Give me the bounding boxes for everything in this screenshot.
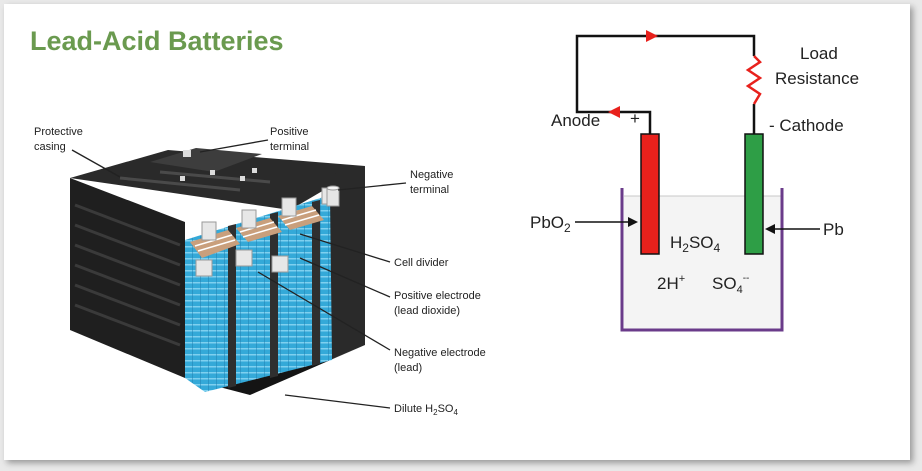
label-positive-electrode-1: Positive electrode bbox=[394, 290, 481, 302]
electrode-plate-tops bbox=[190, 206, 324, 258]
label-positive-terminal-2: terminal bbox=[270, 141, 309, 153]
label-positive-terminal-1: Positive bbox=[270, 126, 309, 138]
load-resistor bbox=[745, 55, 763, 105]
label-sulfate-ion: SO4-- bbox=[712, 273, 749, 296]
current-arrow-top bbox=[646, 30, 658, 42]
label-protective-casing-1: Protective bbox=[34, 126, 83, 138]
negative-terminal bbox=[326, 187, 340, 207]
label-load-2: Resistance bbox=[775, 69, 859, 88]
label-cathode: - Cathode bbox=[769, 116, 844, 135]
beaker bbox=[620, 188, 784, 332]
current-arrow-anode bbox=[608, 106, 620, 118]
label-negative-electrode-1: Negative electrode bbox=[394, 347, 486, 359]
battery-casing-front bbox=[70, 178, 185, 378]
cell-diagram bbox=[575, 30, 820, 332]
label-dilute-h2so4: Dilute H2SO4 bbox=[394, 403, 458, 417]
battery-illustration bbox=[70, 148, 365, 395]
circuit-wire bbox=[575, 34, 756, 136]
label-negative-terminal-1: Negative bbox=[410, 169, 453, 181]
anode-electrode bbox=[640, 133, 660, 255]
label-anode: Anode bbox=[551, 111, 600, 130]
label-load-1: Load bbox=[800, 44, 838, 63]
label-h2so4: H2SO4 bbox=[670, 233, 721, 255]
battery-lid bbox=[70, 150, 365, 210]
cathode-electrode bbox=[744, 133, 764, 255]
callout-leaders bbox=[71, 139, 407, 409]
label-cell-divider: Cell divider bbox=[394, 257, 449, 269]
label-negative-electrode-2: (lead) bbox=[394, 362, 422, 374]
label-hydrogen-ion: 2H+ bbox=[657, 273, 685, 293]
page-title: Lead-Acid Batteries bbox=[30, 26, 284, 56]
label-pbo2: PbO2 bbox=[530, 213, 571, 235]
label-positive-electrode-2: (lead dioxide) bbox=[394, 305, 460, 317]
label-protective-casing-2: casing bbox=[34, 141, 66, 153]
label-pb: Pb bbox=[823, 220, 844, 239]
label-plus: + bbox=[630, 109, 640, 128]
label-negative-terminal-2: terminal bbox=[410, 184, 449, 196]
